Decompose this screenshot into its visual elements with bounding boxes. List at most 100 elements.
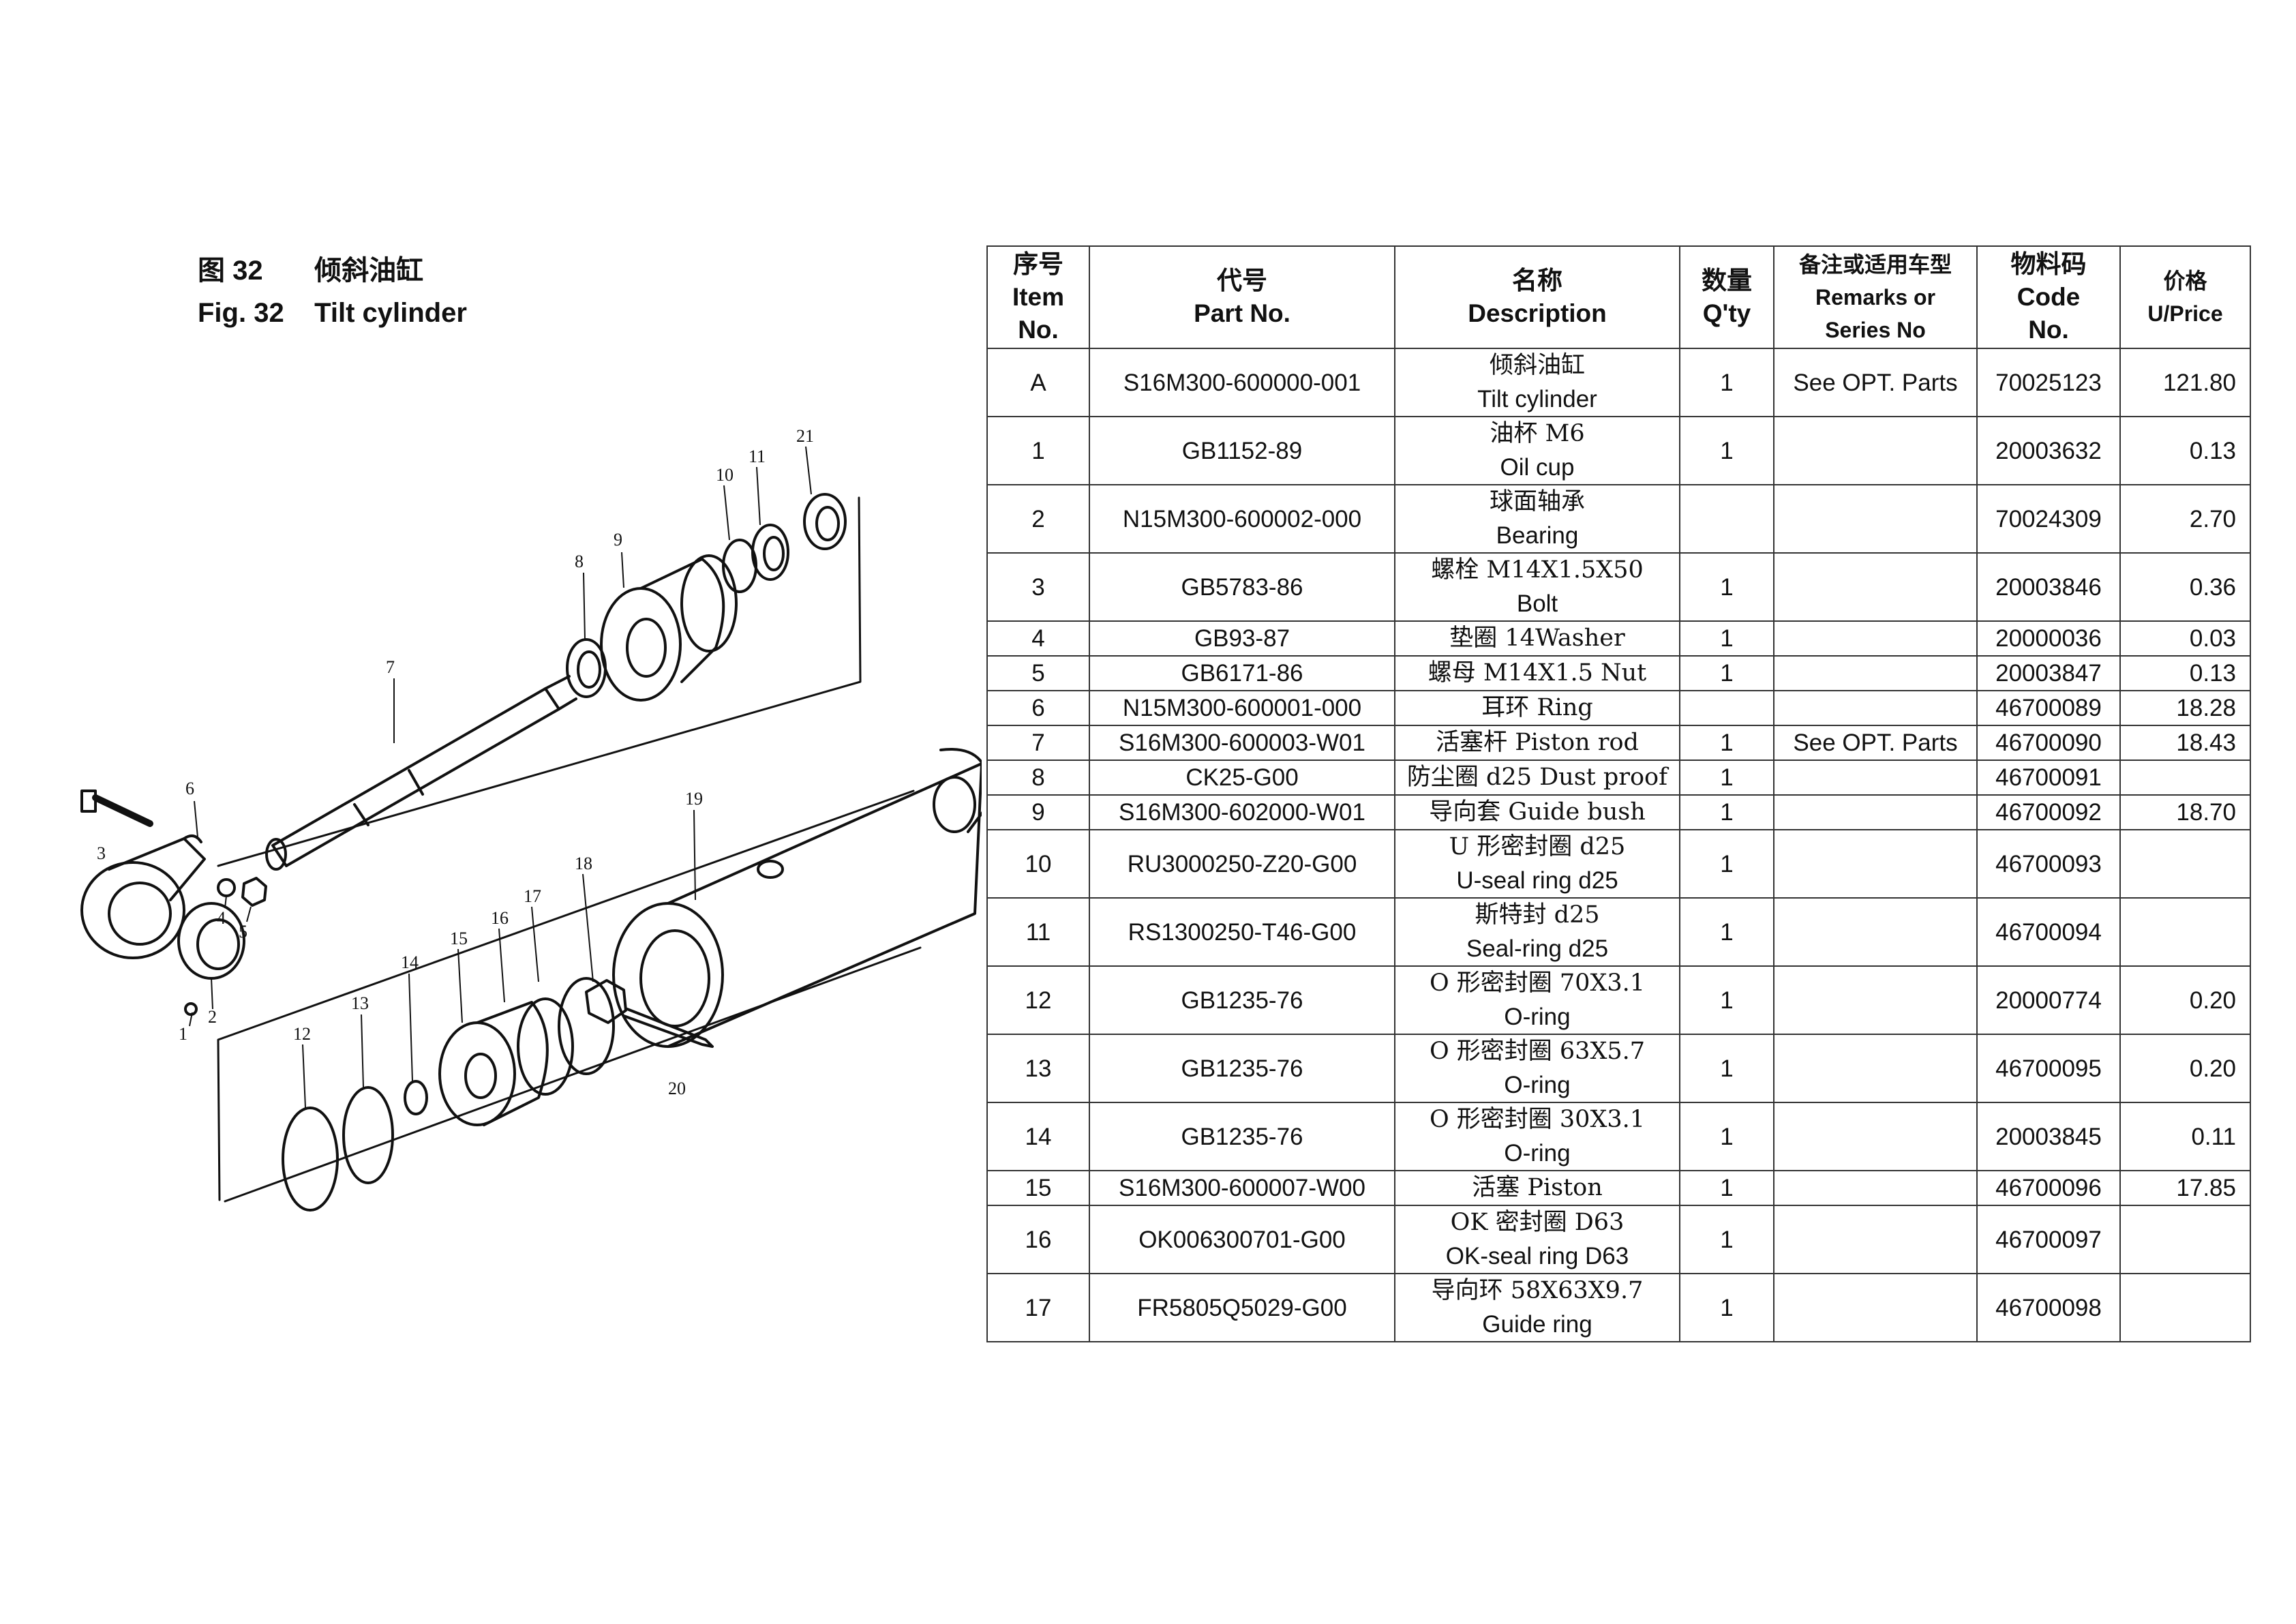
washer-part [217,878,236,897]
description-cn: 球面轴承 [1489,488,1585,515]
cell-item: 7 [986,725,1090,761]
cell-qty: 1 [1679,348,1774,417]
cell-remarks [1773,794,1978,830]
cell-description: 活塞杆 Piston rod [1394,725,1680,761]
piston-part [438,1001,549,1126]
cell-remarks: See OPT. Parts [1773,348,1978,417]
cell-remarks: See OPT. Parts [1773,725,1978,761]
figure-title-cn: 图 32 倾斜油缸 [198,250,467,292]
callout-21: 21 [796,426,814,446]
description-en: OK-seal ring D63 [1445,1243,1629,1269]
description-en: Oil cup [1500,454,1575,481]
cell-code: 20003847 [1976,655,2121,691]
header-code: 物料码 Code No. [1976,245,2121,349]
cylinder-barrel-part [612,748,991,1048]
cell-item: 11 [986,897,1090,967]
piston-rod-part [265,675,577,871]
figure-title-en: Fig. 32 Tilt cylinder [198,292,467,334]
cell-part-no: S16M300-600007-W00 [1089,1170,1395,1206]
description-cn: 螺栓 M14X1.5X50 [1431,556,1644,584]
callout-20: 20 [668,1079,686,1098]
callout-19: 19 [685,789,703,809]
cotter-pin-part [622,1008,714,1048]
cell-item: 13 [986,1034,1090,1103]
callout-6: 6 [185,779,194,798]
description-cn: 活塞 Piston [1472,1174,1603,1201]
guide-bush-part [600,554,738,702]
callout-12: 12 [293,1024,311,1044]
cell-price: 18.70 [2119,794,2251,830]
cell-remarks [1773,552,1978,622]
cell-remarks [1773,1205,1978,1274]
cell-part-no: N15M300-600001-000 [1089,690,1395,726]
cell-price [2119,1273,2251,1342]
callout-2: 2 [208,1007,217,1027]
description-en: U-seal ring d25 [1456,867,1618,894]
header-qty-en: Q'ty [1702,299,1751,327]
callout-8: 8 [575,552,584,571]
cell-code: 46700096 [1976,1170,2121,1206]
description-en: Seal-ring d25 [1466,935,1609,962]
ring-21-part [803,493,847,550]
callout-1: 1 [179,1024,187,1044]
callout-16: 16 [491,908,509,928]
cell-price [2119,829,2251,899]
cell-code: 20000036 [1976,620,2121,657]
cell-part-no: GB1235-76 [1089,965,1395,1035]
cell-item: 2 [986,484,1090,554]
description-cn: O 形密封圈 30X3.1 [1429,1106,1646,1133]
cell-qty: 1 [1679,416,1774,485]
cell-code: 20003632 [1976,416,2121,485]
description-en: Bolt [1516,590,1558,617]
bearing-part [177,902,245,980]
exploded-diagram-svg: 1 2 3 4 5 6 7 8 9 10 11 12 13 14 15 16 1… [80,426,991,1212]
cell-qty: 1 [1679,1205,1774,1274]
cell-price: 18.43 [2119,725,2251,761]
cell-qty: 1 [1679,965,1774,1035]
oil-cup-part [184,1002,198,1016]
cell-price: 18.28 [2119,690,2251,726]
cell-remarks [1773,829,1978,899]
description-en: O-ring [1504,1004,1571,1030]
header-remarks-cn: 备注或适用车型 [1798,252,1952,277]
cell-code: 46700089 [1976,690,2121,726]
cell-remarks [1773,1034,1978,1103]
callout-14: 14 [401,952,419,972]
frame-line-bottom [224,946,922,1203]
cell-code: 20003845 [1976,1102,2121,1171]
callout-11: 11 [749,447,766,466]
callout-4: 4 [217,908,226,928]
cell-qty: 1 [1679,552,1774,622]
cell-price [2119,897,2251,967]
cell-item: 5 [986,655,1090,691]
cell-qty: 1 [1679,725,1774,761]
cell-part-no: GB6171-86 [1089,655,1395,691]
description-cn: OK 密封圈 D63 [1450,1209,1625,1236]
cell-remarks [1773,760,1978,796]
cell-qty [1679,690,1774,726]
description-cn: 垫圈 14Washer [1449,625,1625,652]
cell-part-no: GB1235-76 [1089,1034,1395,1103]
cell-code: 20000774 [1976,965,2121,1035]
cell-part-no: CK25-G00 [1089,760,1395,796]
cell-description: 活塞 Piston [1394,1170,1680,1206]
cell-code: 46700098 [1976,1273,2121,1342]
cell-price: 0.20 [2119,965,2251,1035]
cell-item: 3 [986,552,1090,622]
description-cn: U 形密封圈 d25 [1449,833,1626,860]
piston-nut-part [585,979,627,1024]
cell-remarks [1773,690,1978,726]
